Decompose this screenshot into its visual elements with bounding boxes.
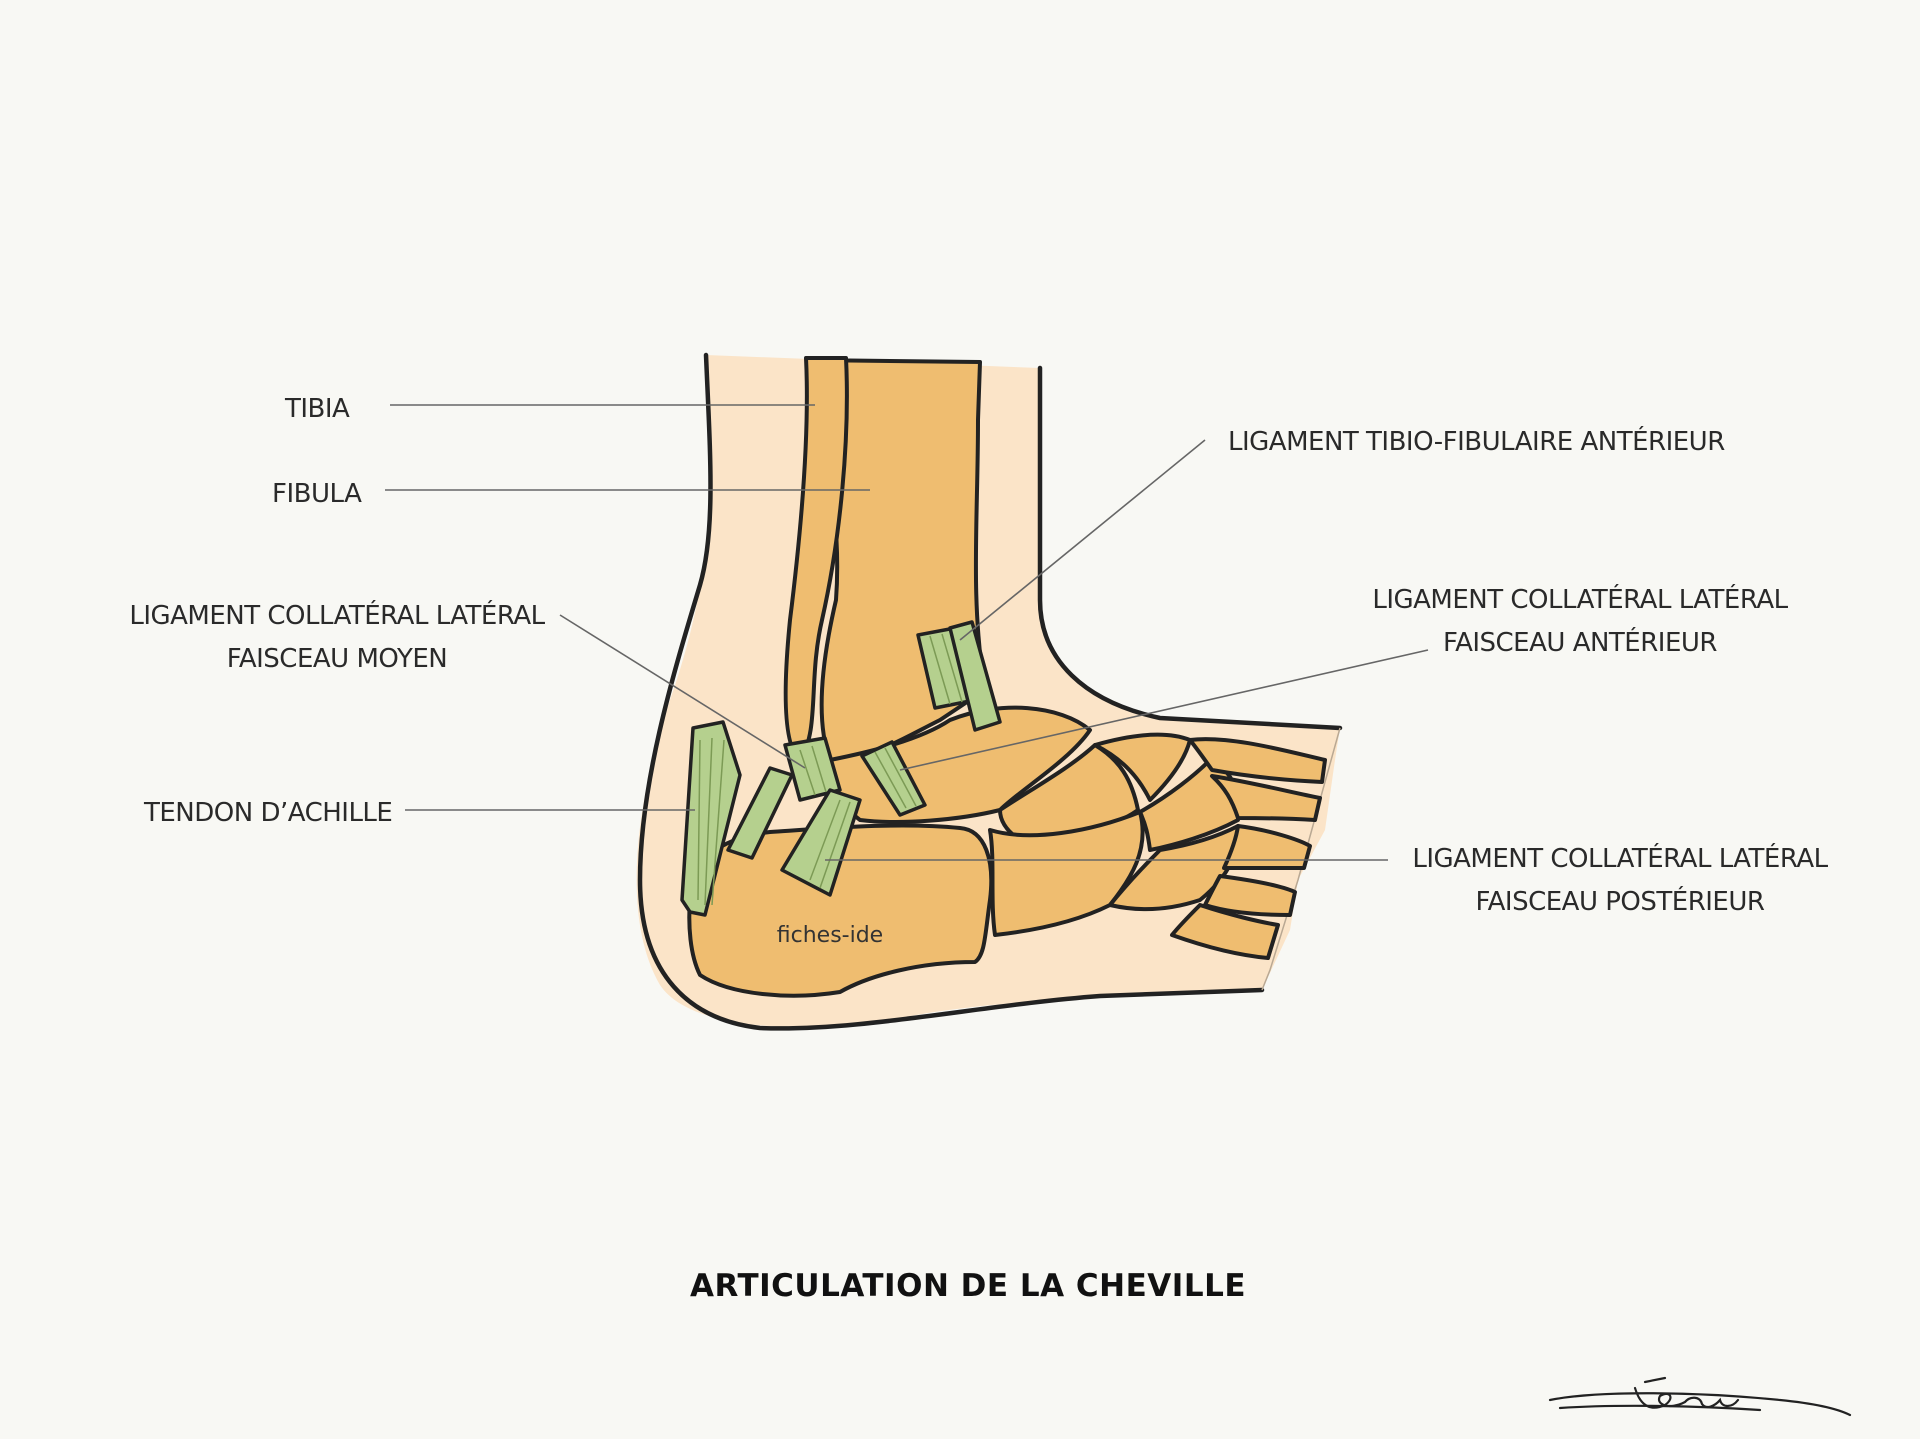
leader-tibio-fibular: [959, 439, 1206, 641]
label-tibio-fibular: LIGAMENT TIBIO-FIBULAIRE ANTÉRIEUR: [1228, 425, 1725, 457]
label-achilles: TENDON D’ACHILLE: [143, 798, 392, 828]
metatarsal-1: [1188, 737, 1327, 784]
leader-collateral-middle: [559, 614, 806, 769]
achilles-tendon: [680, 720, 742, 917]
diagram-title: ARTICULATION DE LA CHEVILLE: [690, 1268, 1246, 1304]
signature-mark: [1548, 1376, 1852, 1417]
label-collateral-posterior-2: FAISCEAU POSTÉRIEUR: [1476, 885, 1765, 917]
leader-lines: [385, 404, 1429, 861]
label-collateral-posterior-1: LIGAMENT COLLATÉRAL LATÉRAL: [1412, 842, 1828, 874]
ligaments: [680, 620, 1002, 917]
cuneiform-1: [1093, 732, 1192, 802]
leader-collateral-anterior: [899, 649, 1429, 771]
ligament-texture: [697, 633, 963, 906]
metatarsal-4: [1203, 874, 1297, 917]
label-collateral-middle-2: FAISCEAU MOYEN: [227, 644, 447, 674]
label-collateral-anterior-2: FAISCEAU ANTÉRIEUR: [1443, 626, 1717, 658]
labels: TIBIA FIBULA LIGAMENT TIBIO-FIBULAIRE AN…: [129, 394, 1829, 917]
collateral-posterior-ligament: [780, 788, 862, 897]
label-tibia: TIBIA: [284, 394, 350, 424]
calcaneus-bone: [687, 823, 994, 998]
label-collateral-anterior-1: LIGAMENT COLLATÉRAL LATÉRAL: [1372, 583, 1788, 615]
metatarsal-5: [1170, 903, 1280, 960]
bones: [687, 356, 1327, 998]
collateral-anterior-ligament: [860, 740, 927, 817]
collateral-middle-ligament: [783, 736, 842, 802]
label-fibula: FIBULA: [272, 479, 362, 509]
metatarsal-3: [1222, 824, 1312, 871]
watermark: fiches-ide: [777, 923, 883, 948]
label-collateral-middle-1: LIGAMENT COLLATÉRAL LATÉRAL: [129, 599, 545, 631]
metatarsal-2: [1210, 774, 1322, 822]
tibio-fibular-ligament-strand: [948, 620, 1002, 732]
